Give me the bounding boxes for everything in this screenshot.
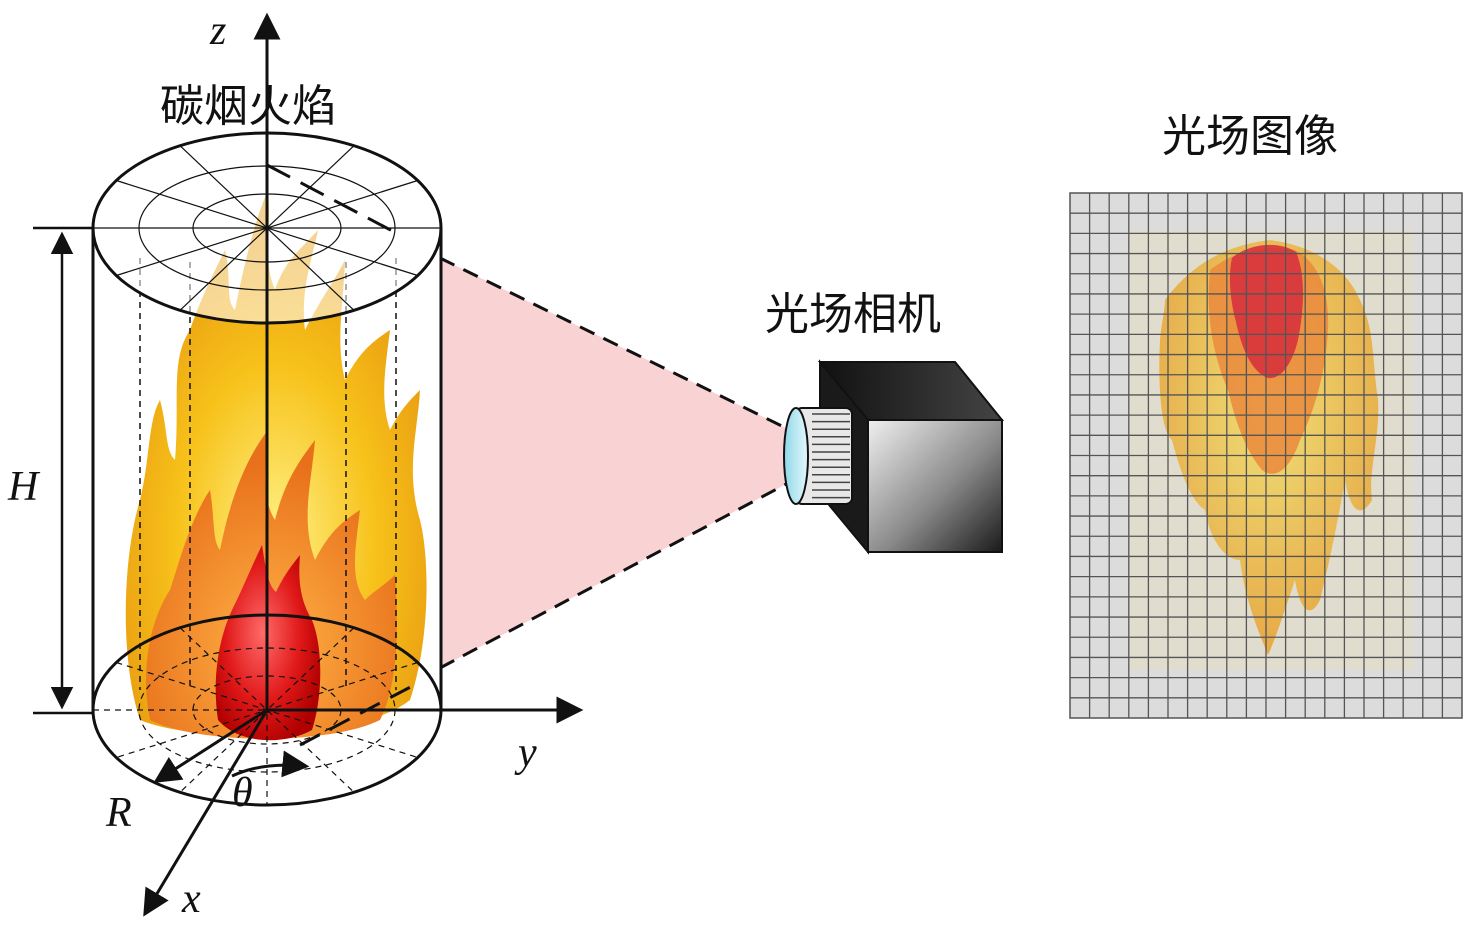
image-title: 光场图像 [1162,111,1338,162]
frustum-edge-bottom [439,480,791,670]
light-field-camera [783,359,1005,555]
axis-y-label: y [518,730,537,776]
height-dimension [33,226,93,715]
flame-mid [146,430,397,739]
axis-x-label: x [182,876,201,922]
axis-z-label: z [210,8,227,54]
x-axis [143,709,269,917]
bottom-spoke [179,627,355,793]
view-frustum [440,258,790,668]
theta-arc [231,750,310,778]
radius-arrow [153,708,268,783]
cylinder [91,228,443,710]
camera-lens-glass [783,407,809,505]
frustum-edge-top [439,256,791,432]
bottom-spoke [179,627,355,793]
camera-front [867,419,1003,553]
camera-title: 光场相机 [765,289,941,340]
angle-label: θ [232,770,253,816]
image-border [1069,192,1463,719]
height-label: H [8,464,39,510]
light-field-image [1069,192,1463,719]
flame-title: 碳烟火焰 [160,81,336,132]
radius-label: R [106,790,132,836]
